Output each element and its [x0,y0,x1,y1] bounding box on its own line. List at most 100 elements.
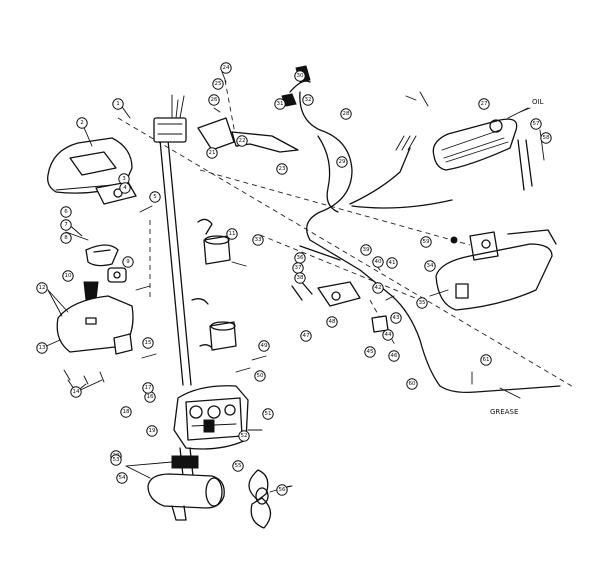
callout-number: 9 [126,259,130,265]
lower-shaft [171,447,199,477]
assembly-reference-lines [117,79,576,389]
callout-number: 5 [153,194,157,200]
callout-60: 60 [406,378,418,390]
callout-number: 37 [295,265,302,271]
callout-number: 28 [343,111,350,117]
callout-number: 29 [339,159,346,165]
collar [107,267,127,283]
callout-23: 23 [276,163,288,175]
callout-46: 46 [388,350,400,362]
callout-19: 19 [146,425,158,437]
grease-label: GREASE [490,408,518,416]
callout-number: 42 [375,285,382,291]
callout-2: 2 [76,117,88,129]
callout-number: 48 [329,319,336,325]
callout-number: 52 [241,433,248,439]
callout-number: 47 [303,333,310,339]
callout-4: 4 [119,182,131,194]
callout-bubbles: 1234567891011121314151617181920212223242… [36,62,552,496]
callout-56: 56 [276,484,288,496]
callout-number: 41 [389,260,396,266]
head-mount-bracket [197,117,299,153]
callout-37: 37 [292,262,304,274]
callout-22: 22 [236,135,248,147]
callout-53: 53 [110,454,122,466]
head-cover [47,137,133,194]
callout-34: 34 [424,260,436,272]
callout-number: 3 [122,176,126,182]
callout-number: 7 [64,222,68,228]
callout-number: 58 [543,135,550,141]
callout-number: 25 [215,81,222,87]
callout-38: 38 [294,272,306,284]
callout-7: 7 [60,219,72,231]
callout-51: 51 [262,408,274,420]
callout-number: 22 [239,138,246,144]
callout-number: 21 [209,150,216,156]
callout-48: 48 [326,316,338,328]
callout-41: 41 [386,257,398,269]
mounting-plate [56,295,134,355]
callout-number: 30 [297,73,304,79]
callout-number: 8 [64,235,68,241]
callout-12: 12 [36,282,48,294]
callout-number: 46 [391,353,398,359]
callout-number: 38 [297,275,304,281]
callout-33: 33 [252,234,264,246]
callout-number: 43 [393,315,400,321]
callout-26: 26 [208,94,220,106]
callout-54: 54 [116,472,128,484]
callout-28: 28 [340,108,352,120]
callout-number: 11 [229,231,236,237]
callout-49: 49 [258,340,270,352]
callout-45: 45 [364,346,376,358]
spring-housing-upper [203,235,231,265]
screws-lower-left [63,369,105,385]
callout-36: 36 [294,252,306,264]
callout-39: 39 [360,244,372,256]
callout-number: 54 [119,475,126,481]
callout-1: 1 [112,98,124,110]
callout-32: 32 [302,94,314,106]
callout-9: 9 [122,256,134,268]
callout-5: 5 [149,191,161,203]
power-cable [281,65,561,394]
callout-number: 34 [427,263,434,269]
callout-21: 21 [206,147,218,159]
callout-number: 6 [64,209,68,215]
callout-number: 44 [385,332,392,338]
pedal-linkage [517,129,545,191]
callout-number: 31 [277,101,284,107]
callout-number: 59 [423,239,430,245]
callout-number: 53 [113,457,120,463]
callout-number: 60 [409,381,416,387]
callout-31: 31 [274,98,286,110]
callout-8: 8 [60,232,72,244]
spring-housing-lower [209,321,237,351]
propeller [248,469,291,529]
callout-27: 27 [478,98,490,110]
callout-number: 14 [73,389,80,395]
bearing-housing [85,244,119,267]
callout-11: 11 [226,228,238,240]
callout-number: 49 [261,343,268,349]
callout-47: 47 [300,330,312,342]
callout-number: 2 [80,120,84,126]
callout-number: 50 [257,373,264,379]
callout-number: 35 [419,300,426,306]
callout-number: 36 [297,255,304,261]
callout-55: 55 [232,460,244,472]
callout-59: 59 [420,236,432,248]
callout-24: 24 [220,62,232,74]
callout-number: 13 [39,345,46,351]
callout-number: 18 [123,409,130,415]
callout-number: 27 [481,101,488,107]
callout-40: 40 [372,256,384,268]
callout-58: 58 [540,132,552,144]
callout-57: 57 [530,118,542,130]
callout-35: 35 [416,297,428,309]
callout-number: 56 [279,487,286,493]
callout-44: 44 [382,329,394,341]
callout-number: 33 [255,237,262,243]
